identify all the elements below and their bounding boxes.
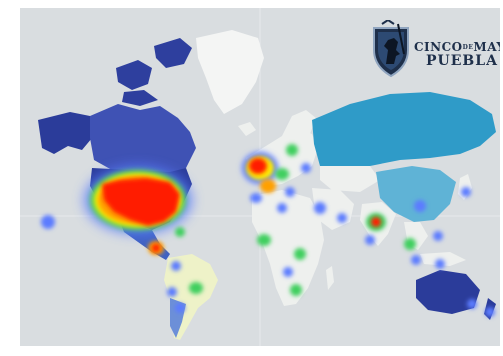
heat-spot-colombia	[171, 261, 181, 271]
region-greenland	[196, 30, 264, 114]
heat-spot-brazil	[189, 282, 203, 294]
region-russia	[312, 92, 496, 170]
heat-spot-china	[414, 200, 426, 212]
heat-spot-italy	[285, 187, 295, 197]
region-africa	[252, 190, 324, 306]
heat-spot-se-asia	[404, 238, 416, 250]
region-madagascar	[326, 266, 334, 290]
heat-spot-germany	[275, 168, 289, 180]
region-canada	[90, 104, 196, 174]
heat-spot-caribbean	[175, 227, 185, 237]
heat-spot-usa-core	[102, 178, 180, 226]
heat-spot-scandinavia	[286, 144, 298, 156]
logo-word-mayo: MAYO	[473, 40, 500, 54]
heat-spot-middle-east	[314, 202, 326, 214]
heat-spot-new-zealand	[485, 307, 495, 317]
heat-spot-indonesia	[435, 259, 445, 269]
heat-spot-spain	[250, 193, 262, 203]
heat-spot-south-india	[365, 235, 375, 245]
region-arctic-islands	[116, 38, 192, 106]
region-scandinavia	[282, 110, 316, 140]
region-alaska	[38, 112, 92, 154]
heat-spot-hawaii	[41, 215, 55, 229]
heat-spot-malaysia	[411, 255, 421, 265]
region-central-asia	[320, 166, 380, 192]
shield-with-knight-icon	[373, 20, 409, 78]
heat-spot-mexico-core	[152, 244, 160, 252]
region-se-asia	[404, 222, 466, 266]
heat-spot-south-africa	[290, 284, 302, 296]
world-map-svg	[20, 8, 500, 346]
region-china	[376, 166, 456, 222]
heat-spot-argentina	[175, 303, 185, 313]
heat-spot-australia-east	[467, 299, 477, 309]
heat-spot-japan	[461, 187, 471, 197]
heat-spot-north-africa	[277, 203, 287, 213]
logo-text-line2: PUEBLA	[426, 53, 498, 69]
region-iceland	[238, 122, 256, 136]
heat-spot-france	[260, 179, 276, 193]
heat-spot-india-core	[371, 217, 381, 227]
heat-spot-gulf	[337, 213, 347, 223]
logo-word-cinco: CINCO	[414, 40, 463, 54]
heat-spot-east-europe	[301, 163, 311, 173]
brand-logo: CINCODEMAYO PUEBLA	[368, 20, 500, 82]
logo-word-de: DE	[462, 44, 474, 51]
heat-layer	[41, 144, 495, 317]
heat-spot-uk-core	[249, 158, 267, 174]
heat-spot-east-africa	[294, 248, 306, 260]
heat-spot-philippines	[433, 231, 443, 241]
heat-spot-peru	[167, 287, 177, 297]
heat-spot-west-africa	[257, 234, 271, 246]
region-australia	[416, 270, 480, 314]
heat-spot-central-africa	[283, 267, 293, 277]
world-heatmap[interactable]: CINCODEMAYO PUEBLA	[20, 8, 500, 346]
logo-text-line1: CINCODEMAYO	[414, 40, 500, 54]
